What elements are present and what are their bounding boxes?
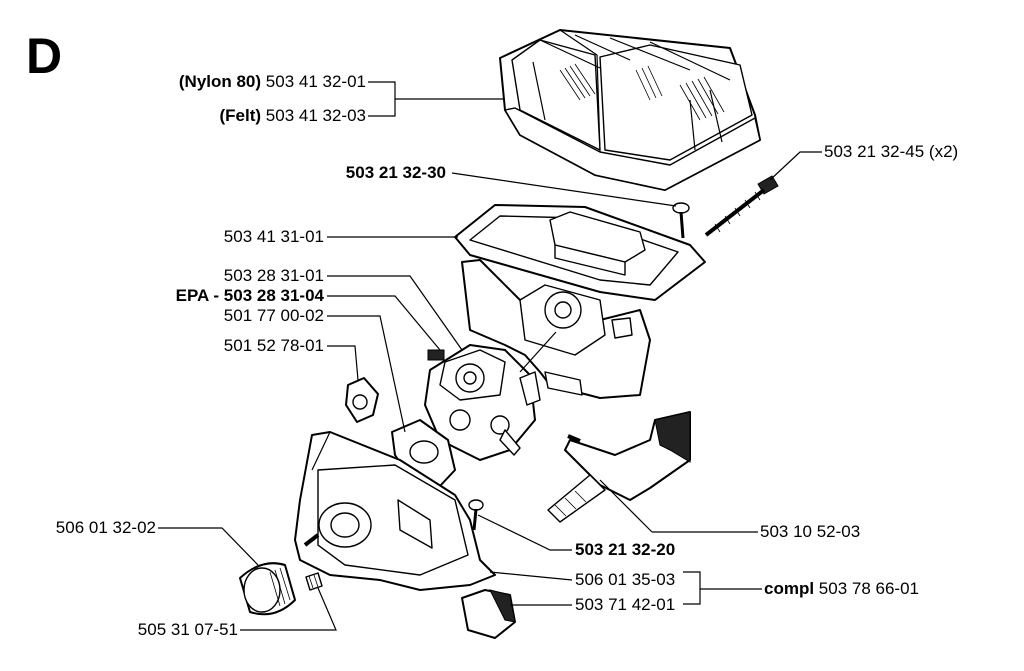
carb-housing-part — [461, 259, 651, 399]
label-felt: (Felt) 503 41 32-03 — [220, 106, 366, 126]
label-felt-prefix: (Felt) — [219, 106, 262, 125]
label-plug-01: 503 71 42-01 — [575, 595, 676, 614]
label-carb-epa: EPA - 503 28 31-04 — [175, 286, 324, 305]
leader-lines — [158, 81, 822, 631]
label-nipple-51: 505 31 07-51 — [137, 620, 238, 639]
label-compl-number: 503 78 66-01 — [818, 579, 919, 598]
section-letter: D — [26, 28, 63, 84]
label-screw-20: 503 21 32-20 — [575, 540, 676, 559]
lever-part — [547, 411, 691, 523]
label-bellow-02: 506 01 32-02 — [55, 518, 156, 537]
screw-top-part — [672, 202, 690, 239]
label-base-03: 506 01 35-03 — [575, 570, 676, 589]
nut-part — [345, 377, 379, 423]
label-lever-03: 503 10 52-03 — [760, 522, 861, 541]
label-carb-01: 503 28 31-01 — [223, 266, 324, 285]
base-part — [294, 431, 496, 591]
label-felt-number: 503 41 32-03 — [265, 106, 366, 125]
label-bolt-45: 503 21 32-45 (x2) — [824, 142, 959, 161]
label-gasket-02: 501 77 00-02 — [223, 306, 324, 325]
carburetor-part — [424, 344, 541, 461]
label-nut-01: 501 52 78-01 — [223, 336, 324, 355]
label-compl-prefix: compl — [764, 579, 815, 598]
label-screw-30: 503 21 32-30 — [345, 163, 446, 182]
long-bolt-part — [704, 175, 779, 237]
label-compl: compl 503 78 66-01 — [764, 579, 919, 599]
bellow-part — [239, 562, 296, 616]
screw-bottom-part — [468, 499, 484, 531]
air-filter-part — [499, 29, 761, 191]
label-nylon-prefix: (Nylon 80) — [178, 72, 262, 91]
label-nylon: (Nylon 80) 503 41 32-01 — [179, 72, 366, 92]
label-cover-01: 503 41 31-01 — [223, 227, 324, 246]
nipple-part — [305, 572, 323, 591]
filter-cover-part — [454, 204, 706, 301]
plug-part — [461, 589, 516, 639]
label-nylon-number: 503 41 32-01 — [265, 72, 366, 91]
